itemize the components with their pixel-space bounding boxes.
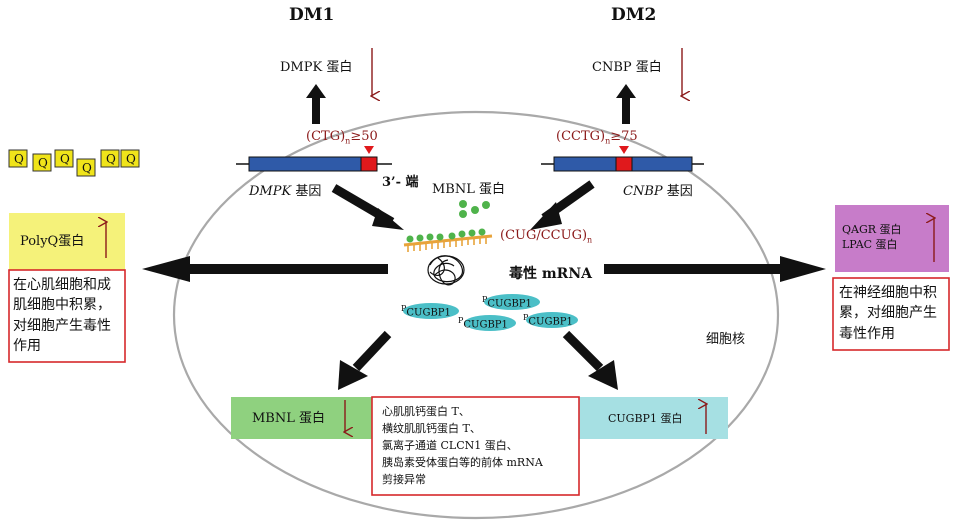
right-effect-text: 在神经细胞中积累，对细胞产生毒性作用 bbox=[839, 285, 937, 342]
splicing-line-2: 横纹肌肌钙蛋白 T、 bbox=[382, 422, 481, 435]
dm2-heading: DM2 bbox=[611, 5, 657, 25]
splicing-line-1: 心肌肌钙蛋白 T、 bbox=[382, 405, 470, 418]
arrow-to-right-box bbox=[604, 256, 826, 282]
toxic-mrna-label: 毒性 mRNA bbox=[509, 266, 592, 282]
cnbp-gene-label: CNBP 基因 bbox=[623, 185, 693, 198]
dmpk-repeat-threshold: ≥50 bbox=[350, 129, 378, 144]
right-effect-box bbox=[832, 277, 950, 351]
arrow-to-cugbp1-box bbox=[562, 330, 618, 390]
cnbp-repeat-label: (CCTG)n≥75 bbox=[556, 130, 638, 146]
dmpk-protein-label: DMPK 蛋白 bbox=[280, 60, 353, 75]
cnbp-repeat-sub: n bbox=[605, 136, 611, 146]
cnbp-repeat-region bbox=[615, 156, 633, 172]
three-prime-label: 3’- 端 bbox=[382, 175, 419, 190]
q-letter-3: Q bbox=[60, 152, 70, 166]
cugbp1-name-3: CUGBP1 bbox=[463, 319, 508, 331]
dmpk-repeat-region bbox=[360, 156, 378, 172]
mrna-repeat-label: (CUG/CCUG)n bbox=[500, 229, 592, 245]
q-letter-2: Q bbox=[38, 156, 48, 170]
arrow-to-left-box bbox=[142, 256, 388, 282]
dmpk-up-arrow bbox=[306, 84, 326, 124]
dmpk-gene-label: DMPK 基因 bbox=[249, 185, 321, 198]
dmpk-to-mrna-arrow bbox=[331, 184, 404, 230]
nucleus-ellipse bbox=[172, 110, 780, 520]
cnbp-protein-label: CNBP 蛋白 bbox=[592, 60, 662, 75]
cugbp1-p-3: P bbox=[458, 316, 464, 325]
cugbp1-name-1: CUGBP1 bbox=[406, 307, 451, 319]
dmpk-gene-name: DMPK bbox=[249, 184, 292, 199]
cugbp1-p-4: P bbox=[523, 313, 529, 322]
cnbp-repeat-threshold: ≥75 bbox=[610, 129, 638, 144]
cugbp1-label-1: PCUGBP1 bbox=[401, 305, 451, 318]
qagr-label: QAGR 蛋白 bbox=[842, 223, 902, 236]
splicing-line-3: 氯离子通道 CLCN1 蛋白、 bbox=[382, 439, 518, 452]
dmpk-gene-bar bbox=[248, 156, 362, 172]
cnbp-up-arrow bbox=[616, 84, 636, 124]
dmpk-gene-suffix: 基因 bbox=[291, 184, 322, 199]
cugbp1-p-2: P bbox=[482, 295, 488, 304]
nucleus-label: 细胞核 bbox=[706, 332, 746, 347]
left-effect-box bbox=[8, 269, 126, 363]
cnbp-gene-name: CNBP bbox=[623, 184, 663, 199]
mbnl-dots bbox=[459, 200, 490, 218]
splicing-line-4: 胰岛素受体蛋白等的前体 mRNA bbox=[382, 456, 543, 469]
lpac-label: LPAC 蛋白 bbox=[842, 238, 898, 251]
q-letter-5: Q bbox=[106, 152, 116, 166]
dm1-heading: DM1 bbox=[289, 5, 335, 25]
cugbp1-bottom-label: CUGBP1 蛋白 bbox=[608, 412, 683, 425]
splicing-box bbox=[371, 396, 580, 496]
cugbp1-label-3: PCUGBP1 bbox=[458, 317, 508, 330]
cnbp-to-mrna-arrow bbox=[530, 180, 595, 230]
mrna-repeat-text: (CUG/CCUG) bbox=[500, 228, 588, 243]
cugbp1-name-2: CUGBP1 bbox=[487, 298, 532, 310]
cnbp-gene-suffix: 基因 bbox=[662, 184, 693, 199]
mbnl-center-label: MBNL 蛋白 bbox=[432, 182, 506, 197]
q-letter-1: Q bbox=[14, 152, 24, 166]
cnbp-repeat-marker bbox=[619, 146, 629, 154]
dmpk-repeat-marker bbox=[364, 146, 374, 154]
q-letter-4: Q bbox=[82, 161, 92, 175]
toxic-mrna-strand bbox=[403, 228, 493, 252]
cugbp1-cluster bbox=[403, 294, 578, 331]
polyq-label: PolyQ蛋白 bbox=[20, 234, 85, 249]
splicing-line-5: 剪接异常 bbox=[382, 473, 426, 486]
arrow-to-mbnl-box bbox=[338, 330, 392, 390]
cugbp1-name-4: CUGBP1 bbox=[528, 316, 573, 328]
cnbp-repeat-text: (CCTG) bbox=[556, 129, 606, 144]
rna-tangle bbox=[427, 255, 465, 286]
dmpk-repeat-label: (CTG)n≥50 bbox=[306, 130, 378, 146]
cugbp1-p-1: P bbox=[401, 304, 407, 313]
dmpk-repeat-text: (CTG) bbox=[306, 129, 346, 144]
mbnl-bottom-label: MBNL 蛋白 bbox=[252, 411, 326, 426]
mrna-repeat-sub: n bbox=[587, 235, 593, 245]
cugbp1-label-4: PCUGBP1 bbox=[523, 314, 573, 327]
q-blocks bbox=[8, 149, 140, 177]
cugbp1-label-2: PCUGBP1 bbox=[482, 296, 532, 309]
dmpk-repeat-sub: n bbox=[345, 136, 351, 146]
q-letter-6: Q bbox=[126, 152, 136, 166]
left-effect-text: 在心肌细胞和成肌细胞中积累，对细胞产生毒性作用 bbox=[13, 277, 111, 354]
splicing-text: 心肌肌钙蛋白 T、 横纹肌肌钙蛋白 T、 氯离子通道 CLCN1 蛋白、 胰岛素… bbox=[382, 403, 543, 488]
